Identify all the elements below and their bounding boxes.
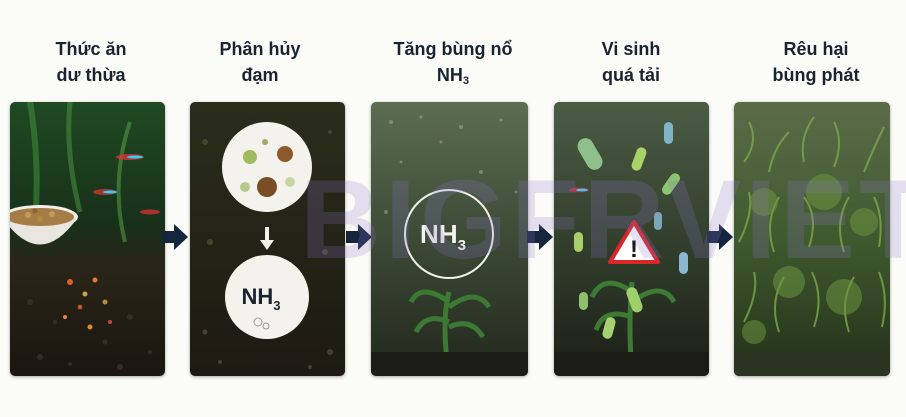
panel-bacteria-overload: ! — [554, 102, 709, 376]
neon-fish-icons — [93, 154, 160, 215]
nh3-label: NH3 — [241, 284, 280, 313]
step-4-title: Vi sinh quá tải — [601, 39, 661, 85]
food-bowl-icon — [10, 205, 78, 245]
down-arrow-icon — [260, 240, 274, 250]
step-5-title: Rêu hại bùng phát — [772, 39, 860, 85]
arrow-right-icon — [162, 224, 188, 250]
step-1-title: Thức ăn dư thừa — [55, 39, 127, 85]
arrow-right-icon — [527, 224, 553, 250]
panel-protein-decomposition: NH3 — [190, 102, 345, 376]
arrow-right-icon — [707, 224, 733, 250]
warning-icon: ! — [608, 220, 660, 264]
step-3-title: Tăng bùng nổ NH3 — [393, 39, 513, 87]
nh3-large-label: NH3 — [420, 219, 466, 254]
panel-leftover-food — [10, 102, 165, 376]
panel-ammonia-spike: NH3 — [371, 102, 528, 376]
gravel-texture — [27, 299, 152, 370]
algae-texture — [738, 116, 886, 333]
food-pellets — [63, 277, 112, 330]
nh3-circle — [225, 255, 309, 339]
panel-algae-bloom — [734, 102, 890, 376]
bacteria-icons — [574, 122, 688, 339]
svg-text:!: ! — [630, 236, 638, 263]
step-2-title: Phân hủy đạm — [219, 39, 301, 85]
decomposition-circle — [222, 122, 312, 212]
arrow-right-icon — [346, 224, 372, 250]
